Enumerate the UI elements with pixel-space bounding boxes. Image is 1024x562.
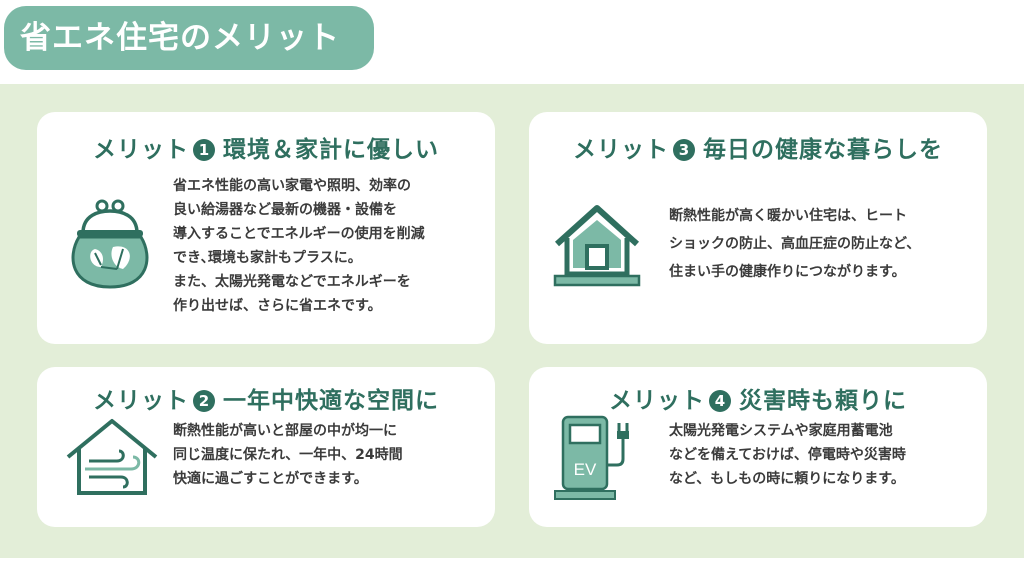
description-line: 断熱性能が高いと部屋の中が均一に [173, 423, 397, 439]
merit-heading: 災害時も頼りに [739, 388, 907, 414]
description-line: 同じ温度に保たれ、一年中、24時間 [173, 447, 403, 463]
purse-leaf-icon [71, 199, 149, 289]
merit-number-badge: 1 [193, 139, 215, 161]
house-icon [553, 205, 641, 287]
description-line: 導入することでエネルギーの使用を削減 [173, 226, 425, 242]
merit-prefix: メリット [573, 137, 669, 163]
merit-number-badge: 2 [193, 390, 215, 412]
ev-charger-icon: EV [554, 415, 629, 500]
merit-heading: 環境＆家計に優しい [223, 137, 439, 163]
merit-description-1: 省エネ性能の高い家電や照明、効率の 良い給湯器など最新の機器・設備を 導入するこ… [173, 174, 425, 318]
ev-label: EV [574, 460, 597, 479]
merit-heading: 毎日の健康な暮らしを [703, 137, 943, 163]
merit-description-2: 断熱性能が高いと部屋の中が均一に 同じ温度に保たれ、一年中、24時間 快適に過ご… [173, 419, 403, 491]
merit-number-badge: 4 [709, 390, 731, 412]
description-line: など、もしもの時に頼りになります。 [669, 471, 905, 487]
merit-prefix: メリット [609, 388, 705, 414]
description-line: でき､環境も家計もプラスに。 [173, 250, 362, 266]
description-line: 太陽光発電システムや家庭用蓄電池 [669, 423, 893, 439]
description-line: また、太陽光発電などでエネルギーを [173, 274, 411, 290]
merit-description-4: 太陽光発電システムや家庭用蓄電池 などを備えておけば、停電時や災害時 など、もし… [669, 419, 906, 491]
description-line: 断熱性能が高く暖かい住宅は、ヒート [669, 208, 907, 224]
description-line: 住まい手の健康作りにつながります。 [669, 264, 906, 280]
merit-number-badge: 3 [673, 139, 695, 161]
house-wind-icon [66, 419, 158, 495]
description-line: 快適に過ごすことができます。 [173, 471, 368, 487]
description-line: 省エネ性能の高い家電や照明、効率の [173, 178, 411, 194]
merit-description-3: 断熱性能が高く暖かい住宅は、ヒート ショックの防止、高血圧症の防止など、 住まい… [669, 202, 920, 286]
description-line: などを備えておけば、停電時や災害時 [669, 447, 906, 463]
description-line: 作り出せば、さらに省エネです。 [173, 298, 382, 314]
description-line: 良い給湯器など最新の機器・設備を [173, 202, 397, 218]
page-title: 省エネ住宅のメリット [4, 6, 374, 70]
merit-heading: 一年中快適な空間に [223, 388, 439, 414]
merit-prefix: メリット [93, 388, 189, 414]
description-line: ショックの防止、高血圧症の防止など、 [669, 236, 921, 252]
merit-prefix: メリット [93, 137, 189, 163]
